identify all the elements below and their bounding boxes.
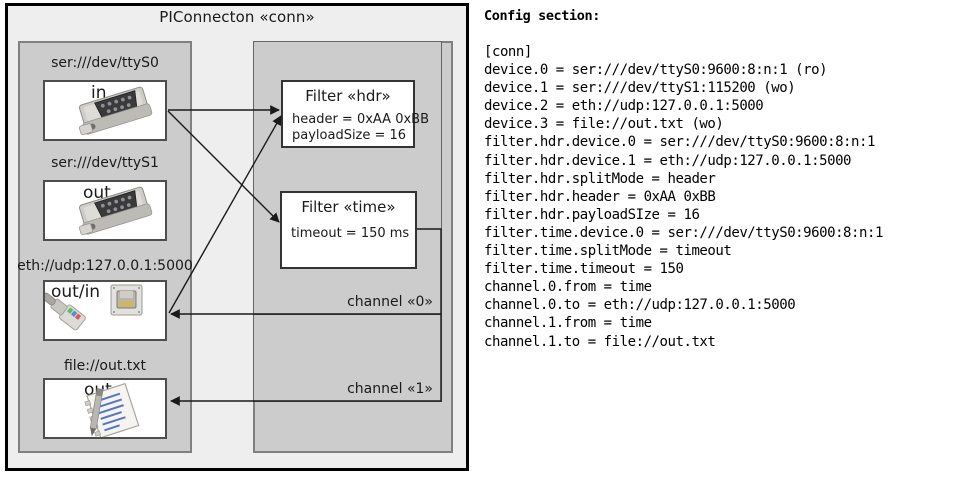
device-caption-ttys1: ser:///dev/ttyS1 (51, 155, 159, 171)
config-pane: Config section: [conn] device.0 = ser://… (484, 0, 964, 484)
channel-0-label: channel «0» (347, 294, 433, 310)
device-card-ttys1[interactable]: out (43, 180, 167, 241)
channel-1-label: channel «1» (347, 381, 433, 397)
filter-prop-payloadsize: payloadSize = 16 (292, 128, 407, 143)
device-caption-eth: eth://udp:127.0.0.1:5000 (17, 258, 193, 274)
device-card-file[interactable]: out (43, 378, 167, 439)
device-direction-out: out (83, 183, 111, 203)
device-direction-out: out (84, 380, 112, 400)
filter-box-time[interactable]: Filter «time» timeout = 150 ms (280, 191, 417, 269)
filter-title-hdr: Filter «hdr» (305, 87, 391, 105)
device-caption-file: file://out.txt (63, 358, 147, 374)
device-direction-in: in (91, 83, 107, 103)
connector-diagram: PIConnecton «conn» ser:///dev/ttyS0 in (0, 0, 478, 484)
device-caption-ttys0: ser:///dev/ttyS0 (51, 55, 159, 71)
config-text: [conn] device.0 = ser:///dev/ttyS0:9600:… (484, 44, 883, 350)
filter-prop-timeout: timeout = 150 ms (291, 226, 410, 241)
page-title: PIConnecton «conn» (159, 8, 315, 26)
config-heading: Config section: (484, 8, 600, 24)
filter-box-hdr[interactable]: Filter «hdr» header = 0xAA 0xBB payloadS… (281, 80, 429, 148)
filter-title-time: Filter «time» (301, 198, 396, 216)
device-card-eth[interactable]: out/in (43, 280, 167, 341)
device-direction-outin: out/in (51, 282, 101, 302)
filter-prop-header: header = 0xAA 0xBB (292, 112, 430, 127)
device-card-ttys0[interactable]: in (43, 80, 167, 141)
